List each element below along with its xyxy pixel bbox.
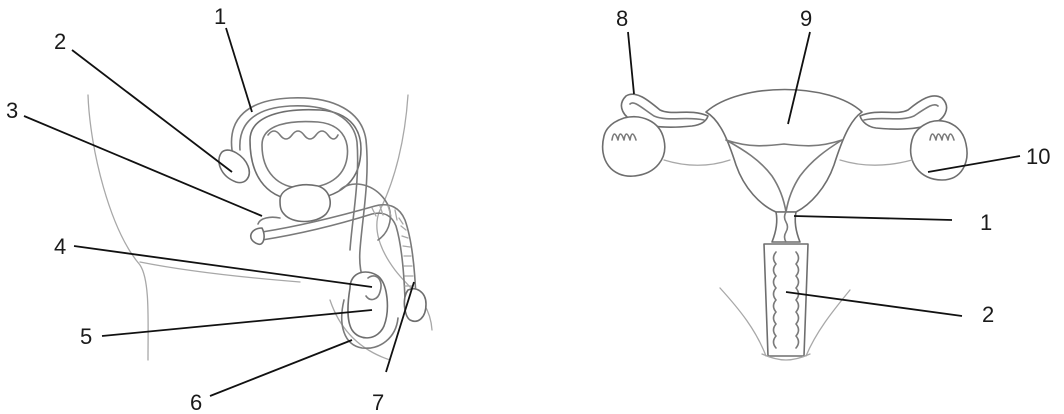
female-label-8: 8	[616, 6, 628, 31]
female-label-9: 9	[800, 6, 812, 31]
male-label-2: 2	[54, 29, 66, 54]
female-label-2: 2	[982, 302, 994, 327]
male-penis-outline	[258, 217, 280, 224]
male-leader-2	[72, 50, 232, 172]
female-leader-1	[794, 216, 952, 220]
male-back-body-outline	[88, 95, 148, 360]
male-leader-7	[386, 282, 414, 372]
male-glans	[251, 228, 264, 244]
female-leader-8	[628, 32, 634, 94]
female-ligament-right	[840, 160, 912, 165]
female-label-1: 1	[980, 210, 992, 235]
male-label-1: 1	[214, 4, 226, 29]
female-uterus	[706, 90, 862, 213]
female-vulva-left	[720, 288, 766, 356]
male-testis	[348, 272, 387, 338]
male-label-6: 6	[190, 390, 202, 414]
female-ovary-left	[603, 117, 665, 176]
male-prostate	[280, 185, 330, 222]
male-thigh-outline	[140, 262, 300, 282]
male-label-3: 3	[6, 98, 18, 123]
male-label-5: 5	[80, 324, 92, 349]
male-reproductive-diagram: 1 2 3 4 5 6 7	[6, 4, 432, 414]
male-label-7: 7	[372, 390, 384, 414]
male-leader-5	[102, 310, 372, 336]
male-leader-4	[74, 246, 372, 287]
female-leader-2	[786, 292, 962, 316]
female-ovary-right	[911, 121, 967, 180]
male-leader-6	[210, 340, 352, 396]
male-leader-1	[226, 28, 252, 112]
female-ligament-left	[664, 160, 730, 165]
female-label-10: 10	[1026, 144, 1050, 169]
female-vagina	[764, 244, 808, 356]
male-label-4: 4	[54, 234, 66, 259]
female-reproductive-diagram: 8 9 10 1 2	[603, 6, 1051, 360]
